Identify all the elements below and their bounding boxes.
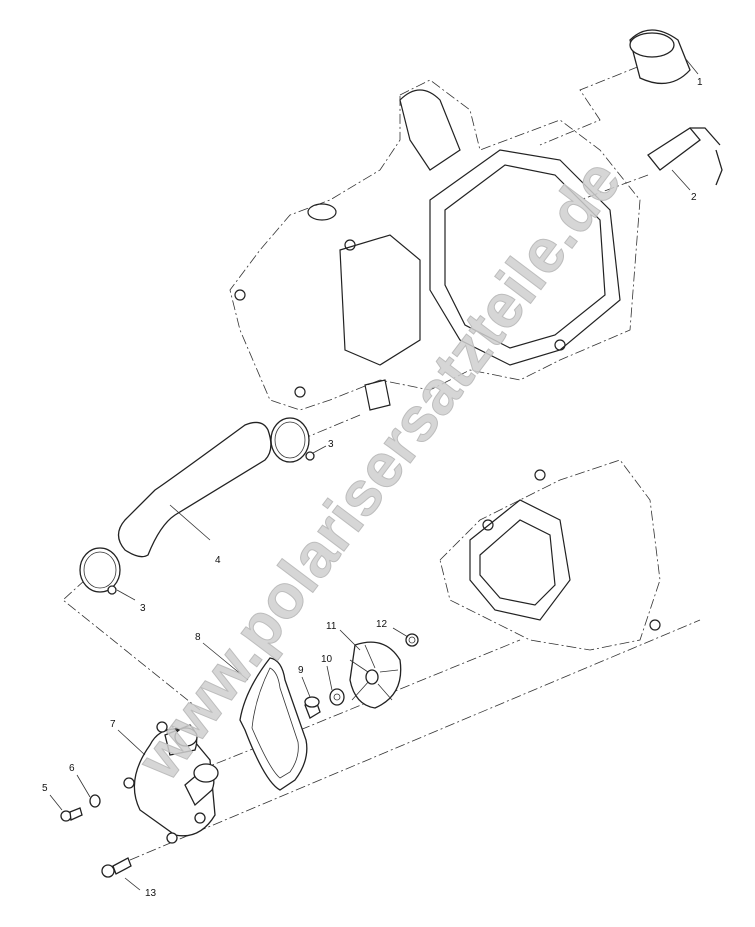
- callout-3-upper: 3: [328, 439, 334, 450]
- part-6-washer: [89, 794, 101, 808]
- part-8-gasket: [239, 657, 308, 791]
- part-1: [629, 29, 699, 85]
- callout-12: 12: [376, 619, 388, 630]
- callout-leaders: [49, 627, 409, 891]
- part-11-impeller: [349, 641, 402, 709]
- callout-2: 2: [691, 192, 697, 203]
- part-3-clamp-lower: [79, 547, 136, 601]
- leader-line: [579, 174, 649, 201]
- callout-7: 7: [110, 719, 116, 730]
- cylinder-head: [229, 79, 641, 411]
- part-5-bolt: [60, 807, 83, 822]
- leader-line: [129, 619, 701, 861]
- part-3-clamp-upper: [270, 417, 327, 463]
- crankcase: [439, 459, 661, 651]
- callout-13: 13: [145, 888, 157, 899]
- part-10-washer: [329, 688, 345, 706]
- part-12: [405, 633, 419, 647]
- callout-9: 9: [298, 665, 304, 676]
- part-7-pump-cover: [123, 721, 219, 844]
- part-13-bolt: [101, 857, 132, 878]
- callout-4: 4: [215, 555, 221, 566]
- callout-3-lower: 3: [140, 603, 146, 614]
- callout-1: 1: [697, 77, 703, 88]
- callout-11: 11: [326, 621, 337, 632]
- callout-8: 8: [195, 632, 201, 643]
- callout-5: 5: [42, 783, 48, 794]
- leader-line: [199, 639, 521, 771]
- callout-6: 6: [69, 763, 75, 774]
- leader-line: [539, 59, 656, 146]
- callout-10: 10: [321, 654, 333, 665]
- part-4-hose: [117, 421, 272, 558]
- part-2: [647, 127, 723, 191]
- leader-line: [62, 579, 201, 711]
- leader-line: [299, 414, 361, 441]
- part-9: [304, 696, 321, 719]
